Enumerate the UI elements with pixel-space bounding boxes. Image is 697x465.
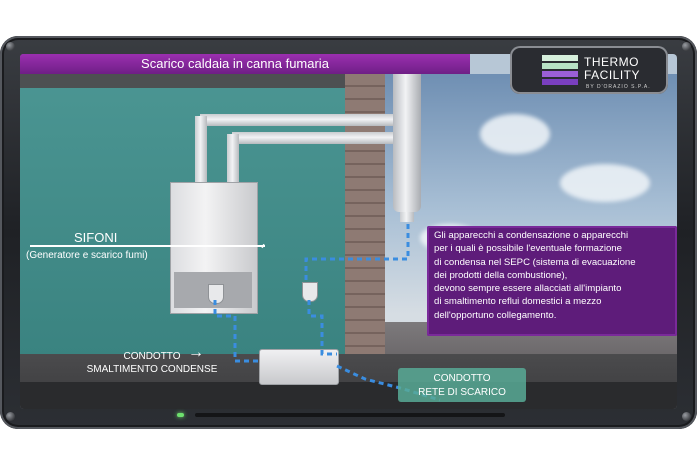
logo-word-facility: FACILITY bbox=[584, 68, 641, 82]
flue-pipe-lower bbox=[232, 132, 400, 144]
flow-line-boiler bbox=[213, 300, 259, 363]
screw-icon bbox=[6, 42, 15, 51]
label-sifoni: SIFONI bbox=[74, 230, 118, 245]
logo-bar bbox=[542, 55, 578, 61]
label-condotto-condense: CONDOTTO SMALTIMENTO CONDENSE bbox=[82, 350, 222, 376]
logo-bar bbox=[542, 71, 578, 77]
flow-line-drain bbox=[336, 364, 441, 402]
screw-icon bbox=[682, 412, 691, 421]
status-led bbox=[177, 413, 184, 417]
info-panel bbox=[427, 226, 677, 336]
flow-line-chimney bbox=[304, 224, 410, 282]
floor-strip bbox=[20, 382, 677, 409]
logo-subtitle: BY D'ORAZIO S.P.A. bbox=[586, 84, 651, 90]
logo-bar bbox=[542, 63, 578, 69]
flue-pipe-upper bbox=[200, 114, 400, 126]
condensate-drain-box bbox=[259, 349, 339, 385]
logo-bars-icon bbox=[542, 55, 578, 87]
label-rete-line1: CONDOTTO bbox=[433, 373, 491, 384]
flue-pipe-vertical-a bbox=[195, 116, 207, 184]
info-text: Gli apparecchi a condensazione o apparec… bbox=[434, 230, 636, 321]
title-bar bbox=[20, 54, 470, 74]
flue-pipe-vertical-b bbox=[227, 134, 239, 184]
arrow-right-icon: → bbox=[188, 344, 204, 361]
cloud bbox=[480, 114, 550, 154]
label-sifoni-sub: (Generatore e scarico fumi) bbox=[26, 250, 148, 261]
rete-scarico-badge bbox=[398, 368, 526, 402]
screw-icon bbox=[6, 412, 15, 421]
chimney-flue bbox=[393, 74, 421, 212]
brand-logo bbox=[510, 46, 668, 94]
callout-line bbox=[30, 245, 265, 247]
label-rete-scarico: CONDOTTO RETE DI SCARICO bbox=[398, 372, 526, 400]
chimney-outlet bbox=[400, 212, 414, 222]
flow-line-siphon bbox=[307, 300, 337, 356]
logo-word-thermo: THERMO bbox=[584, 55, 639, 69]
page-title: Scarico caldaia in canna fumaria bbox=[141, 56, 329, 71]
progress-track bbox=[195, 413, 505, 417]
screw-icon bbox=[682, 42, 691, 51]
label-condotto-line1: CONDOTTO bbox=[123, 351, 181, 362]
label-rete-line2: RETE DI SCARICO bbox=[418, 387, 506, 398]
wall-top bbox=[20, 74, 380, 88]
logo-bar bbox=[542, 79, 578, 85]
cloud bbox=[560, 164, 650, 202]
condensate-flow-lines bbox=[213, 224, 441, 402]
label-condotto-line2: SMALTIMENTO CONDENSE bbox=[86, 364, 218, 375]
